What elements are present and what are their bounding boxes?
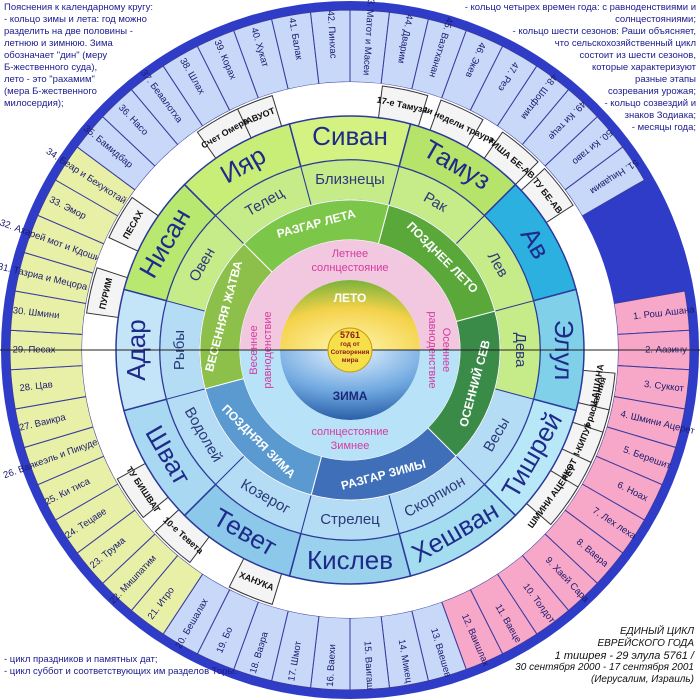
parasha-label: 15. Ваигаш — [361, 641, 375, 690]
bottom_right-line: (Иерусалим, Израиль) — [590, 674, 694, 685]
top_left-line: обозначает "дин" (меру — [4, 50, 108, 61]
bottom_left-line: - цикл суббот и соответствующих им разде… — [4, 666, 237, 677]
zodiac-ring: ОвенТелецБлизнецыРакЛевДеваВесыСкорпионС… — [159, 159, 541, 541]
parasha-label: 30. Шмини — [12, 305, 60, 321]
top_right-line: которые характеризуют — [591, 62, 696, 73]
solstice-label: Зимнее — [331, 440, 370, 452]
top_right-line: - кольцо созвездий и — [604, 98, 696, 109]
center-year-label: мира — [342, 357, 359, 364]
legend-top-right: - кольцо четырех времен года: с равноден… — [465, 2, 696, 134]
top_left-line: милосердия); — [4, 98, 64, 109]
parasha-label: 16. Ваехи — [325, 644, 338, 687]
top_right-line: состоит из шести сезонов, — [579, 50, 696, 61]
bottom_right-line: 1 тишрея - 29 элула 5761 / — [554, 650, 694, 662]
parasha-label: 43. Матот и Масеи — [360, 0, 376, 76]
month-label: Кислев — [307, 545, 393, 575]
center-badge — [327, 327, 373, 373]
top_left-line: разделить на две половины - — [4, 26, 133, 37]
summer-center — [280, 280, 420, 350]
parasha-label: 3. Суккот — [643, 379, 685, 395]
top_right-line: разные этапы — [635, 74, 696, 85]
parasha-label: 42. Пинхас — [325, 10, 339, 59]
legend-top-left: Пояснения к календарному кругу:- кольцо … — [4, 2, 153, 110]
top_left-line: лето - это "рахамим" — [4, 74, 95, 85]
top_right-line: созревания урожая; — [607, 86, 696, 97]
top_right-line: что сельскохозяйственный цикл — [554, 38, 696, 49]
center-winter-label: ЗИМА — [333, 389, 368, 403]
summer-half — [240, 240, 460, 350]
bottom_left-line: - цикл праздников и памятных дат; — [4, 654, 158, 665]
legend-bottom-left: - цикл праздников и памятных дат;- цикл … — [4, 654, 237, 678]
bottom_right-line: ЕДИНЫЙ ЦИКЛ — [619, 626, 694, 637]
top_right-line: знаков Зодиака; — [624, 110, 696, 121]
solstice-label: солнцестояние — [311, 426, 388, 438]
zodiac-label: Стрелец — [320, 511, 380, 528]
bottom_right-line: 30 сентября 2000 - 17 сентября 2001 — [515, 662, 694, 673]
top_left-line: Б-жественного суда), — [4, 62, 98, 73]
top_right-line: - кольцо шести сезонов: Раши объясняет, — [512, 26, 696, 37]
center-summer-label: ЛЕТО — [334, 291, 367, 305]
solstice-label: солнцестояние — [311, 262, 388, 274]
center-year-label: 5761 — [340, 330, 360, 340]
winter-half — [240, 350, 460, 460]
top_right-line: - месяцы года; — [631, 122, 696, 133]
bottom_right-line: ЕВРЕЙСКОГО ГОДА — [597, 638, 694, 649]
solstice-label: Летнее — [332, 248, 368, 260]
center-year-label: год от — [340, 341, 359, 348]
month-label: Сиван — [312, 121, 388, 151]
top_left-line: Пояснения к календарному кругу: — [4, 2, 153, 13]
top_left-line: летнюю и зимнюю. Зима — [4, 38, 113, 49]
top_left-line: (мера Б-жественного — [4, 86, 97, 97]
winter-center — [280, 350, 420, 420]
parasha-label: 28. Цав — [19, 379, 53, 394]
top_right-line: солнцестояниями; — [615, 14, 696, 25]
solstice-ring: ЛетнеесолнцестояниеЗимнеесолнцестояниеВе… — [240, 240, 460, 460]
zodiac-label: Близнецы — [315, 171, 385, 188]
top_left-line: - кольцо зимы и лета: год можно — [4, 14, 147, 25]
top_right-line: - кольцо четырех времен года: с равноден… — [464, 2, 696, 13]
center-year-label: Сотворения — [331, 349, 370, 356]
